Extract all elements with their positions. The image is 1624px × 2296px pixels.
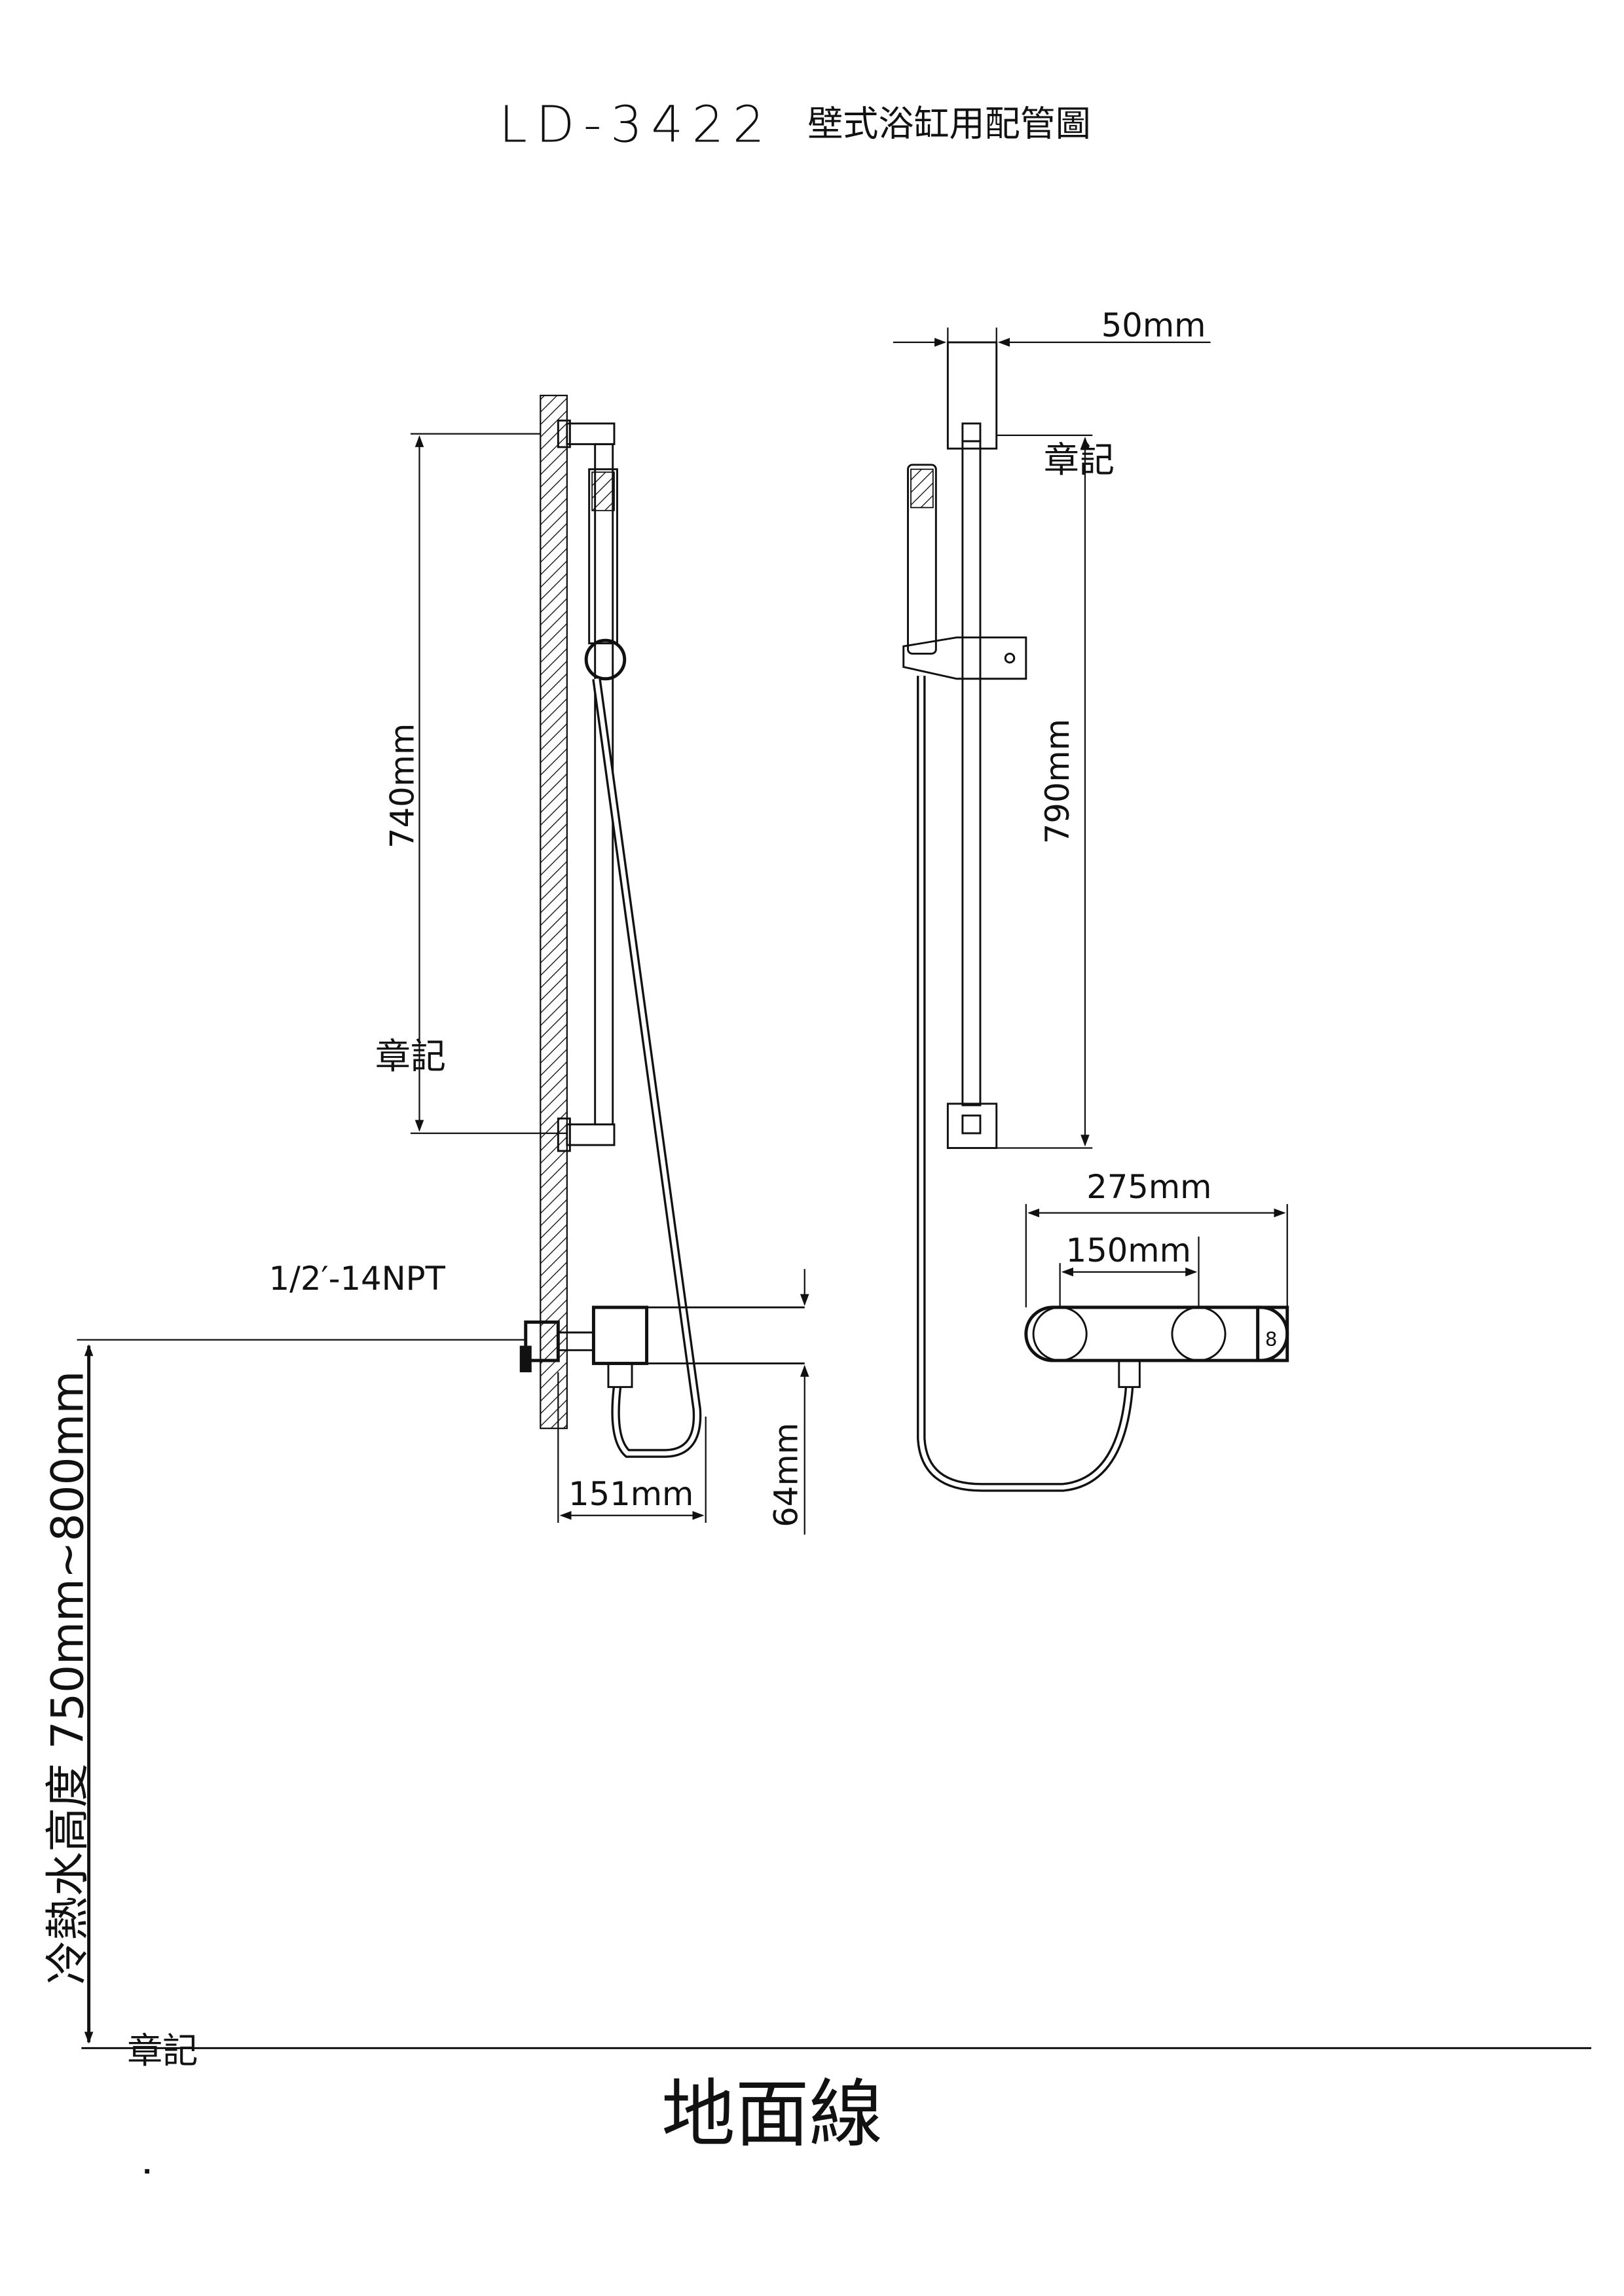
upper-bracket bbox=[566, 422, 616, 445]
height-dim: 64mm bbox=[767, 1423, 805, 1527]
front-hand-shower bbox=[907, 464, 937, 655]
inlet-spacing: 150mm bbox=[1066, 1231, 1191, 1269]
hand-shower bbox=[588, 468, 618, 645]
inlet-elbow bbox=[524, 1320, 560, 1362]
install-height: 冷熱水高度 750mm~800mm 章記 bbox=[42, 1339, 526, 2071]
stamp-side: 章記 bbox=[375, 1036, 446, 1077]
side-view: 740mm 章記 1/2′-14NPT 151mm 64mm bbox=[269, 394, 809, 1535]
front-rail bbox=[961, 440, 982, 1106]
lower-bracket bbox=[566, 1123, 616, 1146]
front-view: 50mm 790mm 章記 8 275mm 150mm bbox=[893, 306, 1289, 1492]
rail-length-front: 790mm bbox=[1039, 719, 1077, 844]
mixer-body-side bbox=[591, 1305, 649, 1366]
projection-dim: 151mm bbox=[568, 1475, 693, 1513]
floor-line-label: 地面線 bbox=[661, 2071, 883, 2157]
rail-length-side: 740mm bbox=[383, 723, 421, 848]
thread-spec: 1/2′-14NPT bbox=[269, 1260, 446, 1298]
bracket-width: 50mm bbox=[1101, 306, 1206, 344]
front-hose bbox=[917, 676, 1134, 1492]
stamp-floor: 章記 bbox=[127, 2030, 198, 2071]
model-number: LD-3422 bbox=[499, 96, 773, 154]
shower-holder bbox=[584, 638, 627, 681]
wall-hatch bbox=[540, 394, 568, 1429]
mixer-length: 275mm bbox=[1086, 1168, 1211, 1206]
mixer-marking: 8 bbox=[1265, 1328, 1278, 1351]
stamp-front: 章記 bbox=[1044, 439, 1115, 481]
diagram-title: 壁式浴缸用配管圖 bbox=[807, 103, 1091, 144]
top-bracket bbox=[946, 341, 998, 450]
slider bbox=[902, 636, 1027, 680]
mixer-body bbox=[1024, 1305, 1289, 1362]
bottom-bracket bbox=[946, 1102, 998, 1149]
install-height-label: 冷熱水高度 750mm~800mm bbox=[42, 1371, 94, 1985]
